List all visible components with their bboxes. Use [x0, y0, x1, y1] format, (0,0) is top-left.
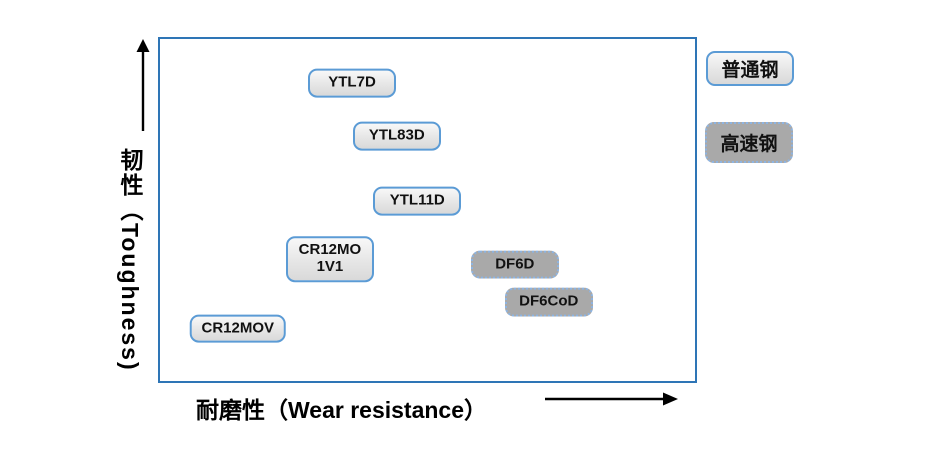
data-point-label: 1V1: [316, 258, 344, 276]
data-point-df6d: DF6D: [470, 250, 559, 280]
data-point-cr12mov: CR12MOV: [189, 314, 287, 344]
data-point-ytl11d: YTL11D: [373, 186, 462, 216]
data-point-label: YTL11D: [389, 191, 445, 209]
data-point-label: YTL83D: [368, 126, 425, 144]
y-axis-arrow-icon: [136, 39, 150, 131]
legend-item-ordinary-steel: 普通钢: [706, 51, 794, 86]
data-point-ytl83d: YTL83D: [352, 121, 441, 151]
legend-item-high-speed-steel: 高速钢: [705, 122, 793, 163]
data-point-label: YTL7D: [328, 73, 376, 91]
data-point-ytl7d: YTL7D: [308, 68, 397, 98]
x-axis-label: 耐磨性（Wear resistance）: [196, 397, 488, 423]
x-axis-arrow-icon: [545, 392, 678, 406]
legend-label-high-speed-steel: 高速钢: [720, 134, 778, 155]
data-point-df6cod: DF6CoD: [504, 287, 593, 317]
data-point-label: CR12MOV: [201, 319, 275, 337]
legend-label-ordinary-steel: 普通钢: [721, 60, 779, 81]
data-point-label: DF6D: [495, 255, 535, 273]
data-point-label: DF6CoD: [519, 292, 579, 310]
data-point-label: CR12MO: [298, 241, 362, 259]
y-axis-label: 韧性（Toughness): [117, 148, 143, 372]
